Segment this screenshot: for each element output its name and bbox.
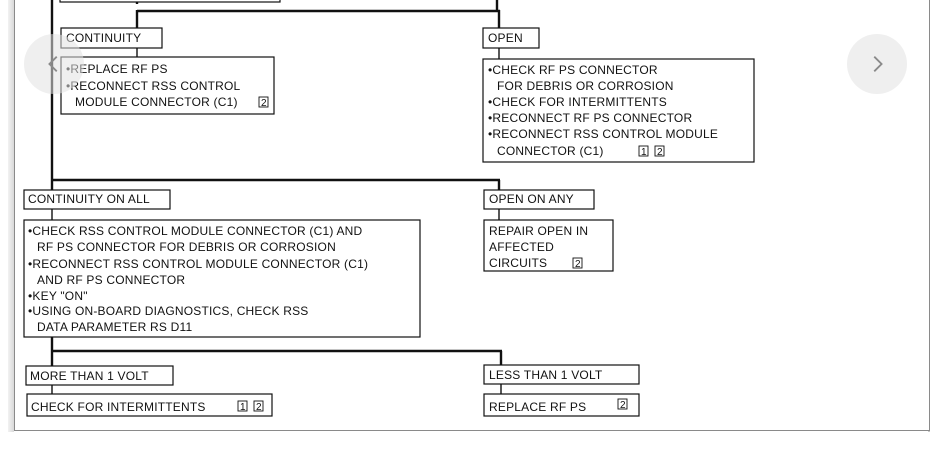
box-open: OPEN [482, 27, 540, 49]
action-line: AFFECTED [489, 240, 554, 254]
chevron-left-icon [48, 56, 58, 72]
box-continuity-on-all-actions-frame [23, 219, 421, 338]
box-check-intermittents: CHECK FOR INTERMITTENTS 1 2 [26, 393, 273, 417]
box-continuity-actions: •REPLACE RF PS •RECONNECT RSS CONTROL MO… [60, 56, 275, 115]
box-continuity-actions-frame [60, 56, 275, 115]
action-line: RF PS CONNECTOR FOR DEBRIS OR CORROSION [37, 240, 336, 254]
box-open-actions-frame [482, 58, 755, 163]
action-line: •CHECK RSS CONTROL MODULE CONNECTOR (C1)… [28, 224, 363, 238]
label-continuity: CONTINUITY [66, 31, 141, 45]
action-line: •CHECK RF PS CONNECTOR [488, 63, 658, 77]
action-line: FOR DEBRIS OR CORROSION [497, 79, 674, 93]
box-replace-rf-ps-frame [483, 393, 640, 417]
footnote-marker [253, 400, 264, 412]
action-line: •RECONNECT RF PS CONNECTOR [488, 111, 692, 125]
action-line: •RECONNECT RSS CONTROL MODULE CONNECTOR … [28, 257, 368, 271]
label-more-than-1-volt: MORE THAN 1 VOLT [30, 369, 149, 383]
action-line: •RECONNECT RSS CONTROL [66, 79, 241, 93]
box-open-on-any-frame [483, 189, 595, 210]
label-less-than-1-volt: LESS THAN 1 VOLT [489, 368, 603, 382]
action-line: MODULE CONNECTOR (C1) [75, 95, 238, 109]
box-open-actions: •CHECK RF PS CONNECTOR FOR DEBRIS OR COR… [482, 58, 755, 163]
label-open-on-any: OPEN ON ANY [489, 192, 574, 206]
label-continuity-on-all: CONTINUITY ON ALL [28, 192, 150, 206]
box-check-intermittents-frame [26, 393, 273, 417]
footnote-marker [237, 400, 248, 412]
box-less-than-1-volt: LESS THAN 1 VOLT [483, 364, 640, 385]
action-line: •KEY "ON" [28, 289, 88, 303]
footnote: 1 [240, 402, 246, 413]
box-continuity-on-all: CONTINUITY ON ALL [23, 189, 171, 210]
footnote: 2 [261, 98, 267, 109]
action-line: AND RF PS CONNECTOR [37, 273, 185, 287]
action-line: •RECONNECT RSS CONTROL MODULE [488, 127, 718, 141]
box-more-than-1-volt-frame [25, 365, 174, 386]
footnote-marker [572, 257, 583, 269]
box-open-on-any: OPEN ON ANY [483, 189, 595, 210]
footnote: 2 [575, 259, 581, 270]
action-line: CONNECTOR (C1) [497, 144, 604, 158]
box-replace-rf-ps: REPLACE RF PS 2 [483, 393, 640, 417]
label-open: OPEN [488, 31, 523, 45]
footnote-marker [617, 398, 628, 410]
footnote: 2 [256, 402, 262, 413]
box-continuity-on-all-frame [23, 189, 171, 210]
box-open-on-any-actions-frame [483, 219, 614, 272]
footnote: 2 [620, 400, 626, 411]
footnote-marker [654, 145, 665, 157]
box-continuity: CONTINUITY [60, 27, 163, 49]
action-line: CIRCUITS [489, 256, 547, 270]
action-line: DATA PARAMETER RS D11 [37, 320, 192, 334]
box-top-partial [59, 0, 281, 3]
frame-shadow [8, 0, 14, 432]
box-less-than-1-volt-frame [483, 364, 640, 385]
previous-image-button[interactable] [24, 34, 84, 94]
action-line: •CHECK FOR INTERMITTENTS [488, 95, 667, 109]
box-open-frame [482, 27, 540, 49]
footnote-marker [638, 145, 649, 157]
footnote: 1 [641, 147, 647, 158]
box-open-on-any-actions: REPAIR OPEN IN AFFECTED CIRCUITS 2 [483, 219, 614, 272]
action-line: REPAIR OPEN IN [489, 224, 588, 238]
action-line: •USING ON-BOARD DIAGNOSTICS, CHECK RSS [28, 304, 309, 318]
box-more-than-1-volt: MORE THAN 1 VOLT [25, 365, 174, 386]
label-check-intermittents: CHECK FOR INTERMITTENTS [31, 400, 206, 414]
label-replace-rf-ps: REPLACE RF PS [489, 400, 586, 414]
box-continuity-on-all-actions: •CHECK RSS CONTROL MODULE CONNECTOR (C1)… [23, 219, 421, 338]
action-line: •REPLACE RF PS [66, 62, 168, 76]
next-image-button[interactable] [847, 34, 907, 94]
chevron-right-icon [873, 56, 883, 72]
footnote: 2 [657, 147, 663, 158]
footnote-marker [258, 96, 269, 108]
